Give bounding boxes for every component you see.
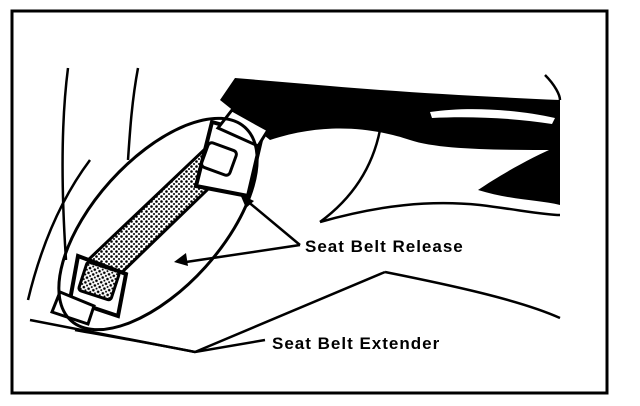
release-leaders: [185, 199, 301, 264]
seat-outline: [26, 67, 140, 301]
extender-leaders: [29, 270, 386, 354]
shoulder-belt: [220, 78, 560, 150]
highlight-ellipse: [57, 116, 259, 332]
release-arrowhead-2: [174, 253, 188, 266]
figure-border: [10, 9, 609, 395]
extender-latch: [50, 253, 129, 326]
seat-belt-extender-label: Seat Belt Extender: [272, 334, 440, 353]
release-arrowhead: [240, 194, 254, 208]
lap-belt: [478, 145, 560, 205]
belt-highlight: [430, 109, 555, 124]
seat-belt-release-label: Seat Belt Release: [305, 237, 464, 256]
